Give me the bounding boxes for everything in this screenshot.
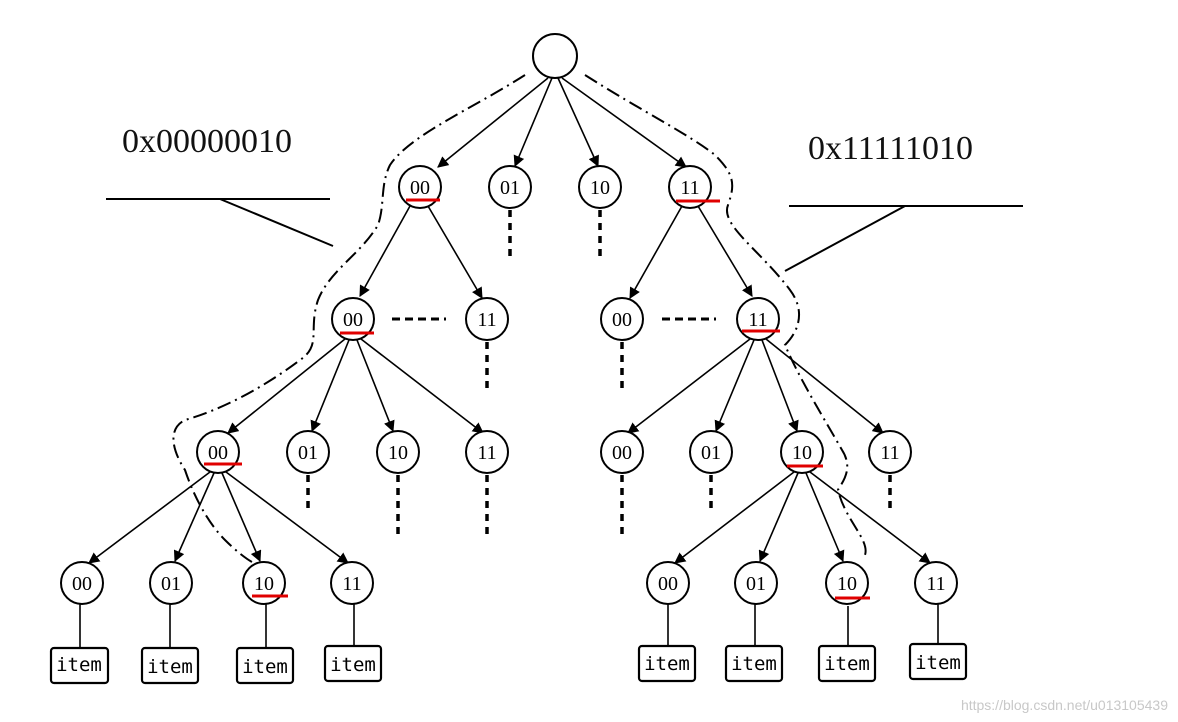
- l4-right-node-10: 10: [825, 561, 870, 605]
- edge-l3-00-l4-01: [173, 472, 215, 563]
- edge-l1-00-l2-00: [359, 205, 411, 297]
- l2-right-node-11: 11: [736, 297, 780, 341]
- edge-l3-10-l4-10: [805, 472, 845, 563]
- right-leader-pointer: [784, 205, 906, 272]
- svg-text:00: 00: [658, 573, 678, 595]
- edge-root-00: [437, 77, 549, 168]
- edge-l1-11-l2-11: [697, 205, 753, 297]
- l1-node-01: 01: [488, 165, 532, 209]
- svg-text:01: 01: [298, 442, 318, 464]
- svg-text:00: 00: [72, 573, 92, 595]
- root-node: [532, 33, 578, 79]
- svg-text:00: 00: [343, 309, 363, 331]
- svg-text:01: 01: [500, 177, 520, 199]
- l3-left-node-01: 01: [286, 430, 330, 474]
- l3-right-node-01: 01: [689, 430, 733, 474]
- l3-right-node-10: 10: [780, 430, 824, 474]
- svg-text:10: 10: [388, 442, 408, 464]
- svg-text:00: 00: [612, 309, 632, 331]
- edge-l1-11-l2-00: [629, 205, 683, 299]
- l4-left-node-11: 11: [330, 561, 374, 605]
- edge-root-01: [513, 77, 553, 168]
- l4-right-node-11: 11: [914, 561, 958, 605]
- left-path-outline: [172, 74, 526, 563]
- leaf-item: item: [140, 604, 200, 685]
- edge-l3-10-l4-01: [758, 472, 799, 563]
- svg-text:00: 00: [410, 177, 430, 199]
- edge-l3-10-l4-00: [674, 471, 795, 564]
- svg-text:11: 11: [477, 442, 496, 464]
- l1-node-11: 11: [668, 165, 720, 209]
- l4-right-node-01: 01: [734, 561, 778, 605]
- svg-text:01: 01: [161, 573, 181, 595]
- svg-text:item: item: [147, 656, 193, 678]
- l3-left-node-11: 11: [465, 430, 509, 474]
- svg-text:item: item: [242, 656, 288, 678]
- leaf-item: item: [323, 604, 383, 683]
- svg-text:item: item: [330, 654, 376, 676]
- svg-text:item: item: [644, 653, 690, 675]
- edge-l3-10-l4-11: [809, 471, 931, 564]
- l1-node-10: 10: [578, 165, 622, 209]
- edge-l3-00-l4-11: [225, 471, 349, 564]
- leaf-item: item: [49, 604, 110, 685]
- leaf-item: item: [235, 604, 295, 685]
- svg-text:item: item: [915, 652, 961, 674]
- left-key-annotation: 0x00000010: [122, 123, 292, 160]
- svg-text:01: 01: [746, 573, 766, 595]
- svg-text:00: 00: [612, 442, 632, 464]
- l4-left-node-00: 00: [60, 561, 104, 605]
- edge-l3-00-l4-00: [88, 471, 211, 564]
- svg-text:11: 11: [880, 442, 899, 464]
- l4-left-node-10: 10: [242, 561, 288, 605]
- svg-text:10: 10: [254, 573, 274, 595]
- svg-text:10: 10: [837, 573, 857, 595]
- l3-left-node-10: 10: [376, 430, 420, 474]
- edge-l2-11-l3-11: [765, 338, 884, 434]
- right-key-annotation: 0x11111010: [808, 130, 973, 167]
- leaf-item: item: [724, 604, 784, 683]
- edge-l2-11-l3-10: [761, 339, 799, 433]
- svg-text:00: 00: [208, 442, 228, 464]
- svg-text:item: item: [56, 654, 102, 676]
- edge-l2-00-l3-01: [310, 339, 350, 433]
- l2-left-node-00: 00: [331, 297, 375, 341]
- l2-right-node-00: 00: [600, 297, 644, 341]
- svg-text:10: 10: [590, 177, 610, 199]
- svg-text:11: 11: [342, 573, 361, 595]
- svg-text:11: 11: [748, 309, 767, 331]
- leaf-item: item: [817, 606, 877, 683]
- leaf-item: item: [637, 604, 697, 683]
- svg-text:11: 11: [680, 177, 699, 199]
- svg-text:11: 11: [926, 573, 945, 595]
- edge-l2-00-l3-10: [356, 339, 395, 433]
- svg-text:11: 11: [477, 309, 496, 331]
- left-leader-pointer: [219, 198, 334, 247]
- l4-left-node-01: 01: [149, 561, 193, 605]
- edge-l2-00-l3-00: [227, 338, 346, 434]
- edge-l2-11-l3-00: [627, 338, 751, 434]
- leaf-item: item: [908, 604, 968, 681]
- l3-left-node-00: 00: [196, 430, 242, 474]
- l2-left-node-11: 11: [465, 297, 509, 341]
- svg-text:10: 10: [792, 442, 812, 464]
- edge-l1-00-l2-11: [427, 205, 483, 299]
- l4-right-node-00: 00: [646, 561, 690, 605]
- svg-text:item: item: [824, 653, 870, 675]
- watermark-text: https://blog.csdn.net/u013105439: [961, 697, 1168, 713]
- edge-root-11: [561, 77, 687, 168]
- l1-node-00: 00: [398, 165, 442, 209]
- l3-right-node-00: 00: [600, 430, 644, 474]
- svg-text:item: item: [731, 653, 777, 675]
- edge-l2-11-l3-01: [714, 339, 755, 433]
- svg-text:01: 01: [701, 442, 721, 464]
- edge-root-10: [557, 77, 599, 168]
- edge-l2-00-l3-11: [360, 338, 484, 434]
- l3-right-node-11: 11: [868, 430, 912, 474]
- edge-l3-00-l4-10: [221, 472, 262, 563]
